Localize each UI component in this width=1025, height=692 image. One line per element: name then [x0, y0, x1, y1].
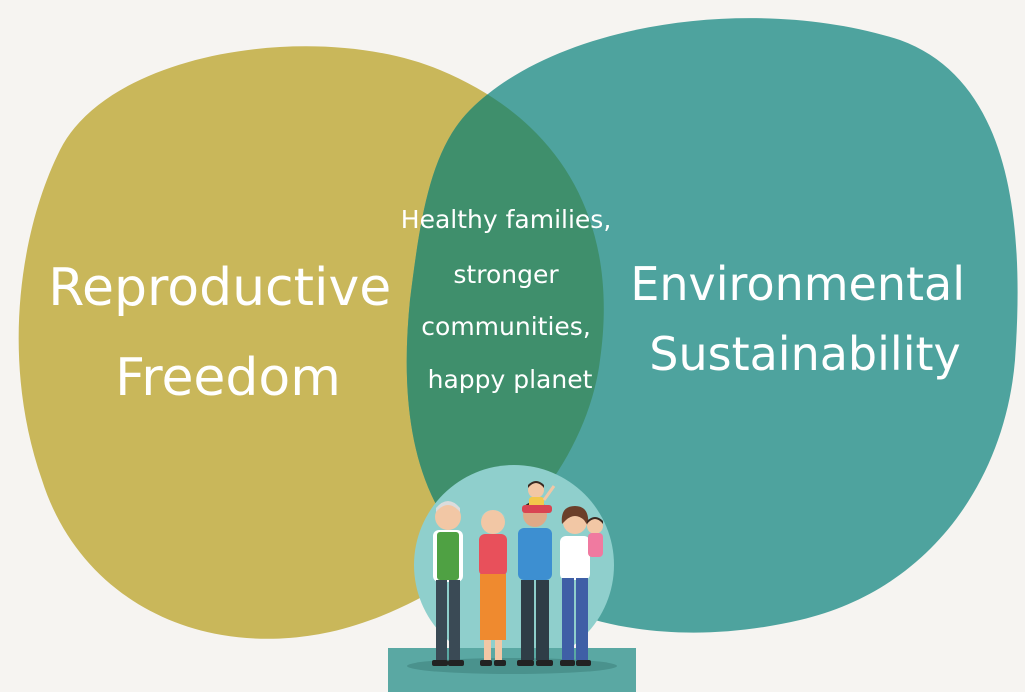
father-figure	[517, 481, 556, 666]
set-right-label: Environmental Sustainability	[630, 257, 979, 381]
family-illustration	[388, 465, 636, 692]
set-right-label-line1: Environmental	[630, 257, 965, 311]
intersection-label-line2: stronger	[453, 260, 559, 289]
mother-figure	[560, 506, 603, 666]
set-left-label: Reproductive Freedom	[48, 258, 408, 408]
set-left-label-line2: Freedom	[115, 348, 341, 408]
intersection-label-line1: Healthy families,	[401, 205, 612, 234]
grandfather-figure	[432, 501, 464, 666]
set-left-label-line1: Reproductive	[48, 258, 391, 318]
intersection-label-line3: communities,	[421, 312, 590, 341]
intersection-label-line4: happy planet	[428, 365, 593, 394]
intersection-label: Healthy families, stronger communities, …	[401, 205, 619, 394]
set-right-label-line2: Sustainability	[649, 327, 960, 381]
grandmother-figure	[479, 510, 507, 666]
